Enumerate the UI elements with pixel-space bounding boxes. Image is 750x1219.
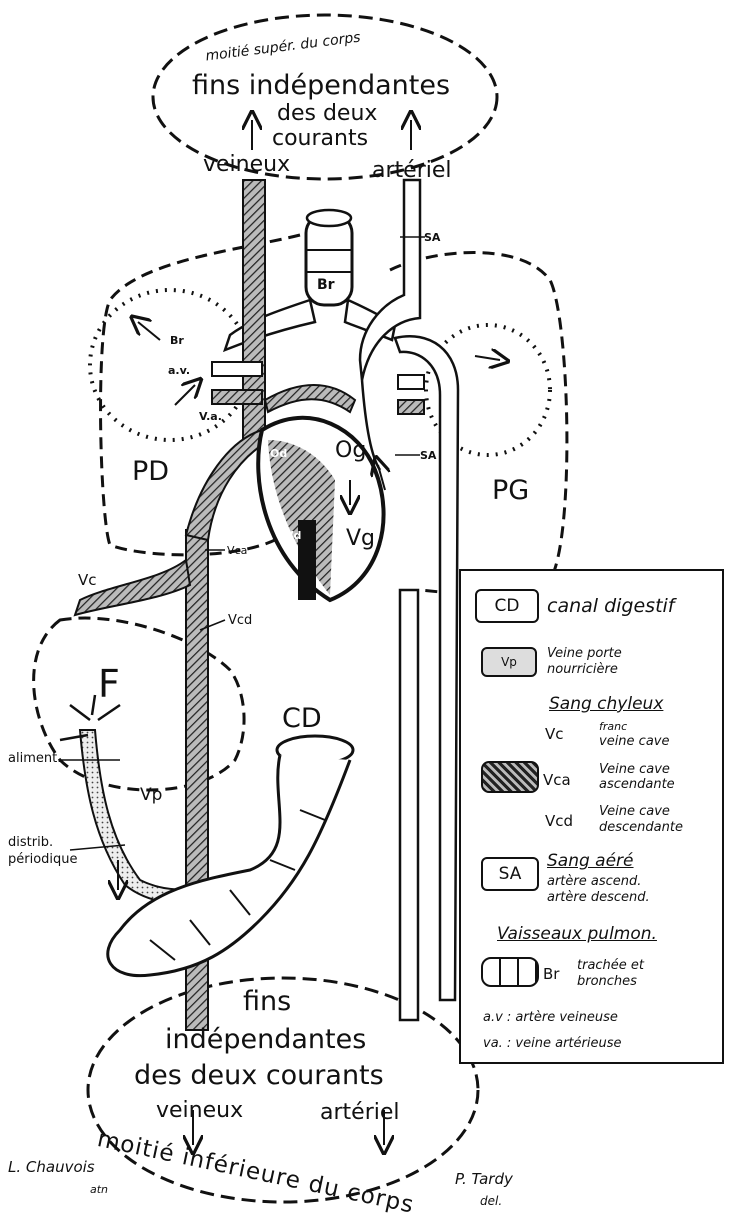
lower-veineux-label: veineux <box>156 1100 243 1122</box>
trachea-label: Br <box>317 278 335 292</box>
legend-panel: CD canal digestif Vp Veine porte nourric… <box>459 569 724 1064</box>
vca-label: Vca <box>227 545 247 556</box>
upper-arteriel-label: artériel <box>372 160 452 182</box>
lower-independantes-label: indépendantes <box>165 1026 366 1053</box>
sa-mid-label: SA <box>420 450 436 461</box>
legend-vca-label-2: ascendante <box>599 778 675 792</box>
legend-br-label-1: trachée et <box>577 959 644 973</box>
legend-vcd-label-2: descendante <box>599 821 683 835</box>
left-lung-label: PG <box>492 477 529 504</box>
upper-des-deux-label: des deux <box>277 103 377 125</box>
bronchi-label: Br <box>170 335 184 346</box>
va-label: V.a. <box>199 411 222 422</box>
right-lung-label: PD <box>132 458 169 485</box>
vcd-label: Vcd <box>228 614 252 627</box>
left-atrium-label: Og <box>335 440 366 462</box>
signature-right-sub: del. <box>480 1195 502 1207</box>
right-atrium-label: Od <box>270 448 287 459</box>
legend-vcd-abbr: Vcd <box>545 814 573 830</box>
signature-left: L. Chauvois <box>8 1160 95 1175</box>
right-ventricle-label: Vd <box>285 530 301 541</box>
legend-vc-abbr: Vc <box>545 727 564 743</box>
legend-pulmon-title: Vaisseaux pulmon. <box>497 926 657 944</box>
legend-aere-label-1: artère ascend. <box>547 875 641 889</box>
legend-vp-label-1: Veine porte <box>547 647 622 661</box>
upper-veineux-label: veineux <box>203 154 290 176</box>
upper-courants-label: courants <box>272 128 368 150</box>
vc-label: Vc <box>78 573 97 588</box>
signature-left-sub: atn <box>90 1184 108 1195</box>
legend-br-label-2: bronches <box>577 975 637 989</box>
sa-top-label: SA <box>424 232 440 243</box>
aliment-label: aliment. <box>8 752 61 765</box>
legend-br-abbr: Br <box>543 967 559 983</box>
legend-vc-label-2: veine cave <box>599 735 669 749</box>
lower-arteriel-label: artériel <box>320 1102 400 1124</box>
upper-fins-label: fins indépendantes <box>192 72 450 99</box>
left-ventricle-label: Vg <box>346 528 375 550</box>
lower-des-deux-courants-label: des deux courants <box>134 1062 384 1089</box>
liver-label: F <box>98 665 120 703</box>
legend-sa-box: SA <box>481 857 539 891</box>
periodique-label: périodique <box>8 853 78 866</box>
legend-vc-label-1: franc <box>599 721 627 733</box>
legend-vp-label-2: nourricière <box>547 663 618 677</box>
digestive-label: CD <box>282 705 322 732</box>
legend-vca-abbr: Vca <box>543 773 571 789</box>
legend-vcd-label-1: Veine cave <box>599 805 670 819</box>
av-label: a.v. <box>168 365 190 376</box>
legend-aere-title: Sang aéré <box>547 853 634 871</box>
legend-av-line: a.v : artère veineuse <box>483 1011 618 1025</box>
legend-aere-label-2: artère descend. <box>547 891 650 905</box>
legend-cd-box: CD <box>475 589 539 623</box>
signature-right: P. Tardy <box>455 1172 513 1187</box>
distrib-label: distrib. <box>8 836 53 849</box>
legend-cd-label: canal digestif <box>547 597 675 617</box>
legend-va-line: va. : veine artérieuse <box>483 1037 621 1051</box>
legend-vca-label-1: Veine cave <box>599 763 670 777</box>
liver-outline <box>34 618 244 790</box>
legend-vp-box: Vp <box>481 647 537 677</box>
legend-chyleux-title: Sang chyleux <box>549 696 663 714</box>
lower-fins-label: fins <box>243 988 291 1015</box>
vp-label: Vp <box>140 787 162 804</box>
descending-aorta <box>400 590 418 1020</box>
legend-br-swatch <box>481 957 539 987</box>
legend-vca-swatch <box>481 761 539 793</box>
